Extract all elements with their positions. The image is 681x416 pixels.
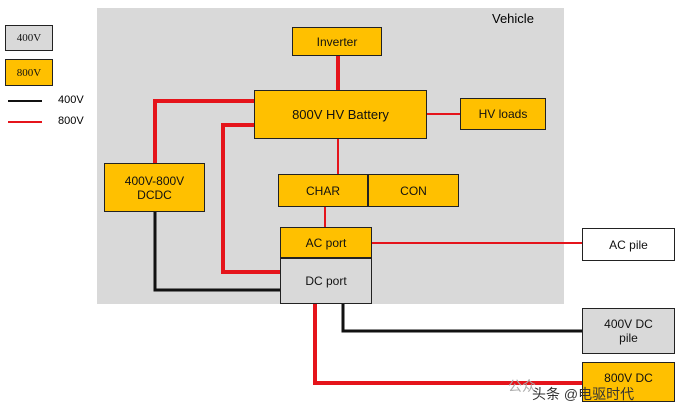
hv-loads-block: HV loads — [460, 98, 546, 130]
ac-pile-label: AC pile — [609, 237, 648, 252]
watermark-left: 公众 — [508, 378, 536, 394]
legend-box-800v: 800V — [5, 59, 53, 86]
legend-line-800v-label: 800V — [58, 115, 84, 127]
hv-loads-label: HV loads — [478, 107, 528, 121]
dc400-pile-block: 400V DC pile — [582, 308, 675, 354]
dc400-pile-label-line2: pile — [619, 331, 638, 345]
line-dcdc-dcport — [153, 212, 281, 292]
dcdc-block: 400V-800V DCDC — [104, 163, 205, 212]
legend-line-400v-label: 400V — [58, 94, 84, 106]
line-battery-dcdc — [153, 99, 254, 163]
dc-port-label: DC port — [305, 274, 347, 288]
hv-battery-label: 800V HV Battery — [292, 107, 389, 122]
legend-box-400v: 400V — [5, 25, 53, 51]
dc-port-block: DC port — [280, 258, 372, 304]
watermark-right: 头条 @电驱时代 — [532, 386, 635, 402]
ac-port-label: AC port — [305, 235, 347, 250]
line-battery-dcport — [221, 123, 281, 274]
ac-port-block: AC port — [280, 227, 372, 258]
dc800-pile-label: 800V DC — [604, 371, 653, 385]
char-label: CHAR — [305, 183, 340, 198]
con-label: CON — [400, 183, 427, 198]
dcdc-label-line1: 400V-800V — [124, 173, 185, 188]
hv-battery-block: 800V HV Battery — [254, 90, 427, 139]
ac-pile-block: AC pile — [582, 228, 675, 261]
inverter-block: Inverter — [292, 27, 382, 56]
inverter-label: Inverter — [316, 34, 358, 49]
line-dcport-dc800 — [313, 304, 582, 385]
char-block: CHAR — [278, 174, 368, 207]
dc400-pile-label-line1: 400V DC — [604, 317, 653, 331]
legend-box-800v-label: 800V — [16, 66, 42, 79]
vehicle-label: Vehicle — [492, 11, 534, 26]
dcdc-label-line2: DCDC — [137, 187, 172, 202]
con-block: CON — [368, 174, 459, 207]
line-dcport-dc400 — [341, 304, 582, 333]
dc800-pile-block: 800V DC — [582, 362, 675, 402]
legend-box-400v-label: 400V — [16, 32, 42, 44]
